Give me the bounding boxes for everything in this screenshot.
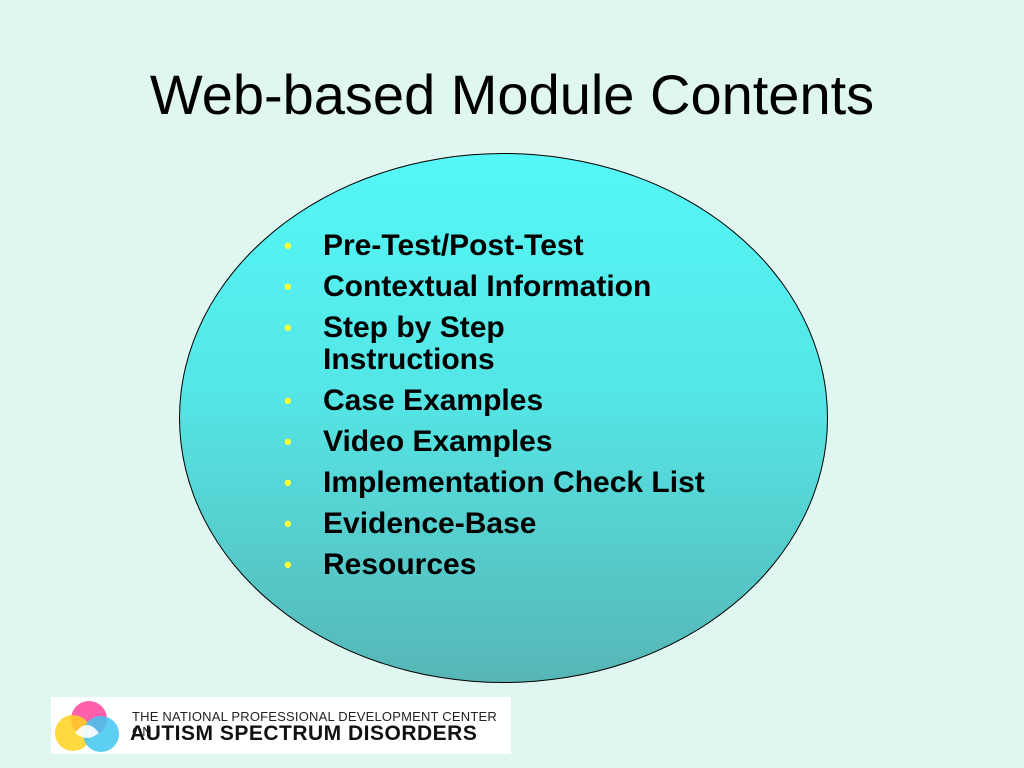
list-item-label: Case Examples <box>323 384 544 417</box>
list-item-label: Contextual Information <box>323 270 652 303</box>
bullet-icon: • <box>284 315 292 340</box>
list-item: • Video Examples <box>280 426 720 458</box>
bullet-icon: • <box>284 470 292 495</box>
list-item-label: Evidence-Base <box>323 507 537 540</box>
page-title: Web-based Module Contents <box>149 63 875 126</box>
bullet-icon: • <box>284 388 292 413</box>
list-item: • Contextual Information <box>280 271 720 303</box>
bullet-icon: • <box>284 511 292 536</box>
bullet-icon: • <box>284 552 292 577</box>
list-item-label: Pre-Test/Post-Test <box>323 229 584 262</box>
list-item-label: Video Examples <box>323 425 553 458</box>
list-item: • Step by Step Instructions <box>280 312 583 376</box>
bullet-icon: • <box>284 233 292 258</box>
list-item: • Evidence-Base <box>280 508 720 540</box>
logo-line1: THE NATIONAL PROFESSIONAL DEVELOPMENT CE… <box>132 709 497 739</box>
list-item: • Pre-Test/Post-Test <box>280 230 720 262</box>
bullet-icon: • <box>284 274 292 299</box>
list-item-label: Resources <box>323 548 477 581</box>
list-item: • Resources <box>280 549 720 581</box>
list-item-label: Implementation Check List <box>323 466 705 499</box>
bullet-icon: • <box>284 429 292 454</box>
list-item: • Implementation Check List <box>280 467 743 499</box>
list-item-label: Step by Step Instructions <box>323 311 505 376</box>
overlapping-circles-logo-icon <box>55 701 119 752</box>
logo-line2: AUTISM SPECTRUM DISORDERS <box>130 722 478 745</box>
module-contents-list: • Pre-Test/Post-Test • Contextual Informat… <box>280 230 720 590</box>
content-ellipse <box>179 153 828 683</box>
organization-logo: THE NATIONAL PROFESSIONAL DEVELOPMENT CE… <box>51 697 511 754</box>
list-item: • Case Examples <box>280 385 720 417</box>
